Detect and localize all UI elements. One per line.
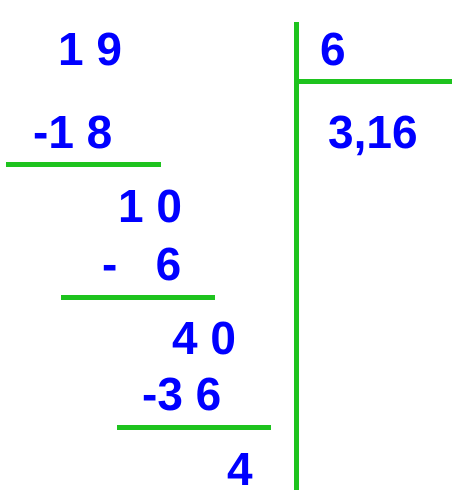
- step-1-remainder: 1 0: [118, 180, 182, 232]
- step-3-subtrahend: -3 6: [142, 368, 222, 420]
- divisor: 6: [320, 23, 346, 75]
- step-2-subtrahend: - 6: [102, 238, 182, 290]
- step-2-underline: [61, 295, 215, 300]
- step-3-underline: [117, 425, 271, 430]
- step-1-subtrahend: -1 8: [33, 106, 113, 158]
- quotient: 3,16: [328, 106, 418, 158]
- dividend: 1 9: [58, 23, 122, 75]
- step-3-remainder: 4: [227, 443, 253, 495]
- divisor-underline: [297, 79, 452, 84]
- step-1-underline: [6, 162, 161, 167]
- step-2-remainder: 4 0: [172, 312, 236, 364]
- division-vertical-line: [294, 22, 299, 490]
